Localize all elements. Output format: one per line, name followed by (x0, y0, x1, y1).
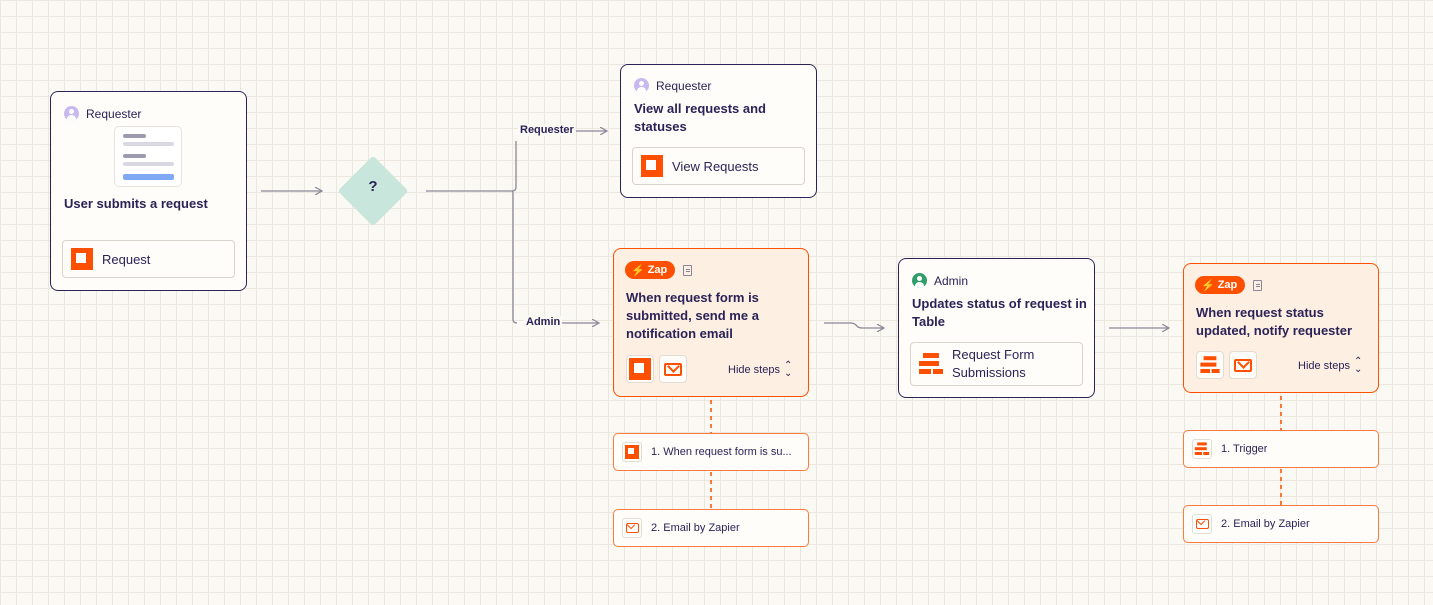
step-icon-box (1192, 439, 1212, 459)
edge-zap-to-admin-card (824, 322, 884, 328)
zap1-step-1[interactable]: 1. When request form is su... (613, 433, 809, 471)
interfaces-icon (629, 358, 651, 380)
step-label: 1. Trigger (1221, 443, 1268, 455)
zap1-step-2[interactable]: 2. Email by Zapier (613, 509, 809, 547)
role-header: Admin (912, 273, 968, 288)
edge-to-admin (511, 190, 518, 324)
edge-decision-branch (426, 141, 517, 192)
decision-question-mark: ? (368, 178, 378, 195)
role-label: Requester (656, 78, 712, 93)
form-thumbnail-icon (114, 126, 182, 187)
step-icon-box (1192, 514, 1212, 534)
step-label: 2. Email by Zapier (1221, 518, 1310, 530)
hide-steps-toggle[interactable]: Hide steps ⌃⌄ (1298, 356, 1363, 375)
app-icon-tables (1196, 351, 1224, 379)
card-view-requests[interactable]: Requester View all requests and statuses… (620, 64, 817, 198)
card-title: Updates status of request in Table (912, 296, 1087, 329)
bolt-icon: ⚡ (1201, 279, 1215, 292)
hide-steps-label: Hide steps (728, 364, 780, 376)
interfaces-icon (625, 445, 639, 459)
step-icon-box (622, 442, 642, 462)
email-icon (664, 362, 682, 376)
role-header: Requester (634, 78, 711, 93)
zap-badge: ⚡ Zap (625, 261, 676, 279)
zap2-step-2[interactable]: 2. Email by Zapier (1183, 505, 1379, 543)
user-avatar-icon (64, 106, 79, 121)
role-header: Requester (64, 106, 141, 121)
email-icon (1195, 519, 1209, 529)
bolt-icon: ⚡ (631, 264, 645, 277)
email-icon (625, 523, 639, 533)
app-label: Request (102, 251, 151, 267)
zap-title: When request status updated, notify requ… (1196, 305, 1353, 338)
admin-avatar-icon (912, 273, 927, 288)
app-icon-interfaces (626, 355, 654, 383)
card-title: View all requests and statuses (634, 101, 766, 134)
user-avatar-icon (634, 78, 649, 93)
card-admin-updates-status[interactable]: Admin Updates status of request in Table… (898, 258, 1095, 398)
zap-badge-label: Zap (647, 264, 668, 276)
app-label: View Requests (672, 158, 759, 174)
step-label: 2. Email by Zapier (651, 522, 740, 534)
app-row-view-requests[interactable]: View Requests (632, 147, 805, 185)
tables-icon (1194, 442, 1210, 455)
app-icon-email (659, 355, 687, 383)
app-row-table[interactable]: Request Form Submissions (910, 342, 1083, 386)
zap2-step-1[interactable]: 1. Trigger (1183, 430, 1379, 468)
zap-badge-label: Zap (1217, 279, 1238, 291)
chevron-up-down-icon: ⌃⌄ (783, 360, 793, 379)
document-icon[interactable] (1253, 280, 1262, 291)
card-user-submits-request[interactable]: Requester User submits a request Request (50, 91, 247, 291)
zap-badge: ⚡ Zap (1195, 276, 1246, 294)
hide-steps-label: Hide steps (1298, 360, 1350, 372)
step-label: 1. When request form is su... (651, 446, 792, 458)
edge-label-admin: Admin (524, 316, 563, 328)
card-title: User submits a request (64, 196, 208, 211)
tables-icon (1200, 356, 1220, 374)
app-icon-email (1229, 351, 1257, 379)
document-icon[interactable] (683, 265, 692, 276)
zap-title: When request form is submitted, send me … (626, 290, 759, 341)
email-icon (1234, 358, 1252, 372)
zap-card-notify-requester[interactable]: ⚡ Zap When request status updated, notif… (1183, 263, 1379, 393)
app-row-request[interactable]: Request (62, 240, 235, 278)
edge-label-requester: Requester (518, 124, 576, 136)
role-label: Admin (934, 273, 969, 288)
interfaces-icon (71, 248, 93, 270)
interfaces-icon (641, 155, 663, 177)
role-label: Requester (86, 106, 142, 121)
hide-steps-toggle[interactable]: Hide steps ⌃⌄ (728, 360, 793, 379)
tables-icon (919, 353, 943, 375)
chevron-up-down-icon: ⌃⌄ (1353, 356, 1363, 375)
zap-card-notify-email[interactable]: ⚡ Zap When request form is submitted, se… (613, 248, 809, 397)
step-icon-box (622, 518, 642, 538)
app-label: Request Form Submissions (952, 347, 1035, 380)
